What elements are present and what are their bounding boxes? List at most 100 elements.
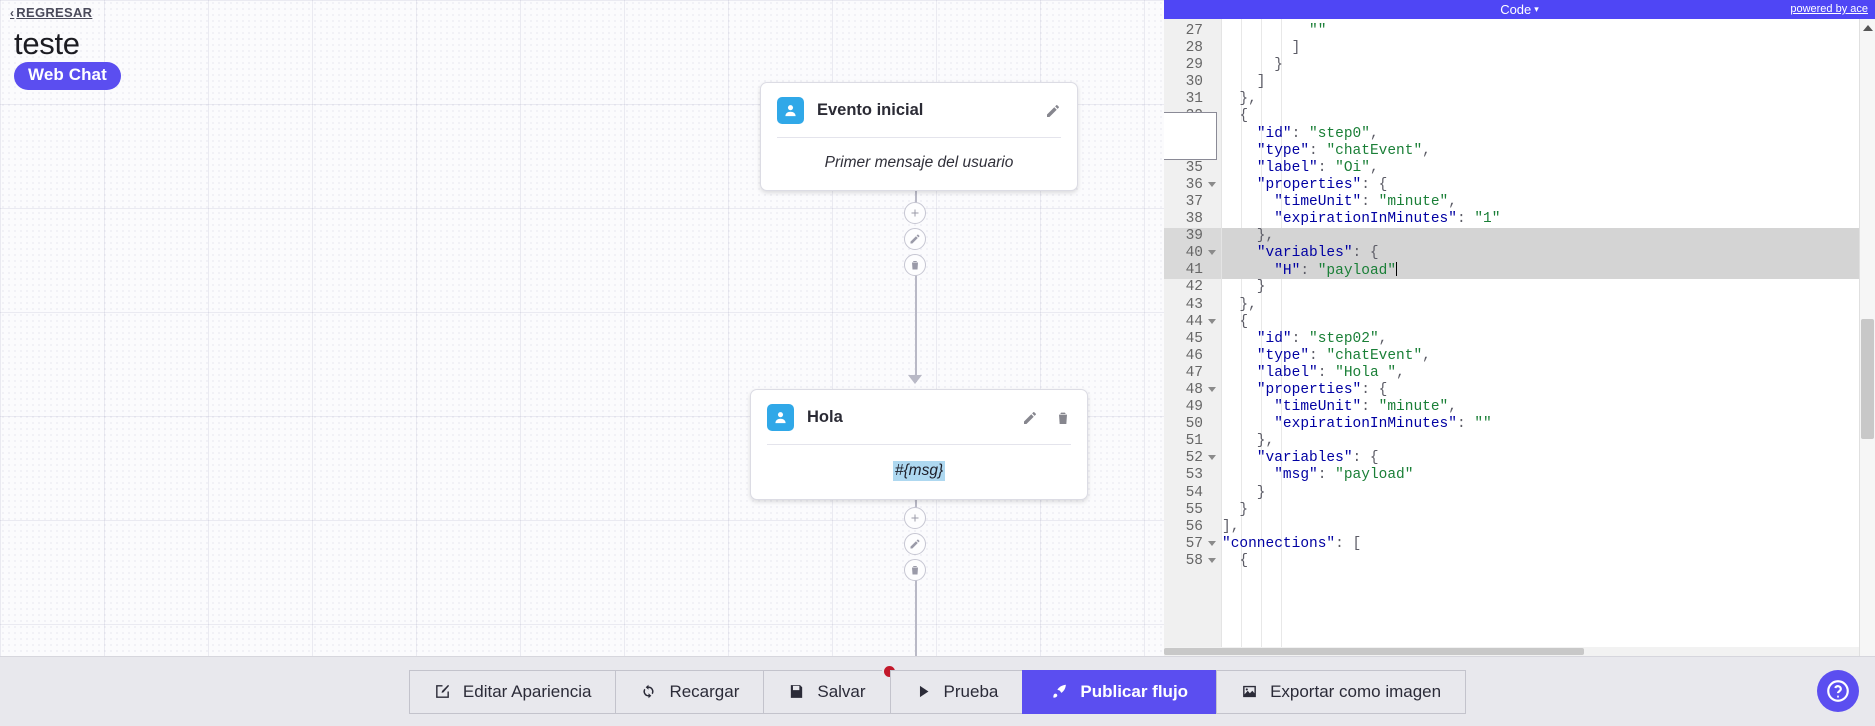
trash-icon[interactable] <box>904 254 926 276</box>
code-fold-toggle-icon[interactable] <box>1208 250 1216 256</box>
gutter-line-number[interactable]: 48 <box>1164 382 1221 399</box>
gutter-line-number[interactable]: 43 <box>1185 296 1203 313</box>
code-line[interactable]: "connections": [ <box>1222 535 1362 552</box>
code-vertical-scrollbar[interactable] <box>1859 19 1875 656</box>
code-line[interactable]: ] <box>1222 74 1266 91</box>
trash-icon[interactable] <box>904 559 926 581</box>
back-link[interactable]: ‹REGRESAR <box>10 5 92 20</box>
toolbar-button-exportar-como-imagen[interactable]: Exportar como imagen <box>1216 669 1467 714</box>
edit-icon[interactable] <box>904 228 926 250</box>
gutter-line-number[interactable]: 55 <box>1185 501 1203 518</box>
code-fold-toggle-icon[interactable] <box>1208 557 1216 563</box>
code-line[interactable]: }, <box>1222 433 1275 450</box>
code-line[interactable]: "label": "Oi", <box>1256 159 1379 176</box>
gutter-line-number[interactable]: 49 <box>1185 399 1203 416</box>
code-line[interactable]: "variables": { <box>1222 245 1875 263</box>
node-body-variable[interactable]: #{msg} <box>892 461 946 481</box>
gutter-line-number[interactable]: 53 <box>1185 467 1203 484</box>
gutter-line-number[interactable]: 38 <box>1185 211 1203 228</box>
code-fold-toggle-icon[interactable] <box>1208 181 1216 187</box>
gutter-line-number[interactable]: 29 <box>1185 57 1203 74</box>
gutter-line-number[interactable]: 27 <box>1185 23 1203 39</box>
gutter-line-number[interactable]: 51 <box>1185 433 1203 450</box>
gutter-line-number[interactable]: 56 <box>1185 518 1203 535</box>
code-line[interactable]: "timeUnit": "minute", <box>1274 193 1457 210</box>
add-icon[interactable] <box>904 507 926 529</box>
toolbar-button-editar-apariencia[interactable]: Editar Apariencia <box>408 669 617 714</box>
code-line[interactable]: "properties": { <box>1256 381 1388 398</box>
code-fold-popup[interactable]: ❯ <box>1164 112 1217 160</box>
gutter-line-number[interactable]: 40 <box>1164 245 1221 263</box>
code-line[interactable]: "type": "chatEvent", <box>1256 347 1431 364</box>
help-icon[interactable] <box>1817 670 1859 712</box>
code-horizontal-scrollbar[interactable] <box>1164 647 1859 656</box>
gutter-line-number[interactable]: 28 <box>1185 40 1203 57</box>
code-line[interactable]: "expirationInMinutes": "" <box>1274 416 1492 433</box>
code-line[interactable]: { <box>1222 552 1249 569</box>
code-line[interactable]: "label": "Hola ", <box>1256 364 1405 381</box>
code-line[interactable]: } <box>1222 279 1266 296</box>
code-line[interactable]: ], <box>1222 518 1240 535</box>
horizontal-scrollbar-thumb[interactable] <box>1164 648 1584 655</box>
code-line[interactable]: } <box>1222 57 1283 74</box>
gutter-line-number[interactable]: 42 <box>1185 279 1203 296</box>
code-line[interactable]: } <box>1222 484 1266 501</box>
code-fold-toggle-icon[interactable] <box>1208 540 1216 546</box>
flow-canvas[interactable]: ‹REGRESAR teste Web Chat Evento inicial <box>0 0 1164 656</box>
code-fold-toggle-icon[interactable] <box>1208 318 1216 324</box>
code-content[interactable]: "" ] } ] }, { "id": "step0", "type": "ch… <box>1222 19 1875 656</box>
gutter-line-number[interactable]: 36 <box>1164 177 1221 194</box>
code-editor-title[interactable]: Code▾ <box>1164 2 1875 17</box>
gutter-line-number[interactable]: 37 <box>1185 193 1203 210</box>
code-line[interactable]: "expirationInMinutes": "1" <box>1274 211 1501 228</box>
edit-icon[interactable] <box>904 533 926 555</box>
code-line[interactable]: "properties": { <box>1256 176 1388 193</box>
code-line[interactable]: }, <box>1222 296 1257 313</box>
code-line[interactable]: }, <box>1222 91 1257 108</box>
code-line[interactable]: "timeUnit": "minute", <box>1274 399 1457 416</box>
gutter-line-number[interactable]: 50 <box>1185 416 1203 433</box>
code-line[interactable]: { <box>1222 108 1249 125</box>
code-line[interactable]: ] <box>1222 40 1301 57</box>
code-fold-toggle-icon[interactable] <box>1208 386 1216 392</box>
gutter-line-number[interactable]: 58 <box>1164 553 1221 570</box>
vertical-scrollbar-thumb[interactable] <box>1861 319 1874 439</box>
code-fold-toggle-icon[interactable] <box>1208 455 1216 461</box>
toolbar-button-recargar[interactable]: Recargar <box>615 669 765 714</box>
toolbar-button-salvar[interactable]: Salvar <box>763 663 897 714</box>
gutter-line-number[interactable]: 35 <box>1185 159 1203 176</box>
gutter-line-number[interactable]: 57 <box>1164 536 1221 553</box>
code-line[interactable]: { <box>1222 313 1249 330</box>
code-line[interactable]: } <box>1222 501 1249 518</box>
gutter-line-number[interactable]: 47 <box>1185 364 1203 381</box>
toolbar-button-publicar-flujo[interactable]: Publicar flujo <box>1022 669 1218 714</box>
gutter-line-number[interactable]: 41 <box>1164 262 1221 280</box>
toolbar-button-prueba[interactable]: Prueba <box>889 669 1024 714</box>
gutter-line-number[interactable]: 46 <box>1185 347 1203 364</box>
code-line[interactable]: "msg": "payload" <box>1274 467 1414 484</box>
powered-by-ace-link[interactable]: powered by ace <box>1790 3 1868 15</box>
gutter-line-number[interactable]: 39 <box>1164 228 1221 246</box>
gutter-line-number[interactable]: 54 <box>1185 484 1203 501</box>
edit-icon[interactable] <box>1022 410 1038 426</box>
code-line[interactable]: "type": "chatEvent", <box>1256 142 1431 159</box>
flow-node-hola[interactable]: Hola #{msg} <box>750 389 1088 500</box>
flow-node-evento-inicial[interactable]: Evento inicial Primer mensaje del usuari… <box>760 82 1078 191</box>
code-line[interactable]: "id": "step0", <box>1256 125 1379 142</box>
gutter-line-number[interactable]: 44 <box>1164 314 1221 331</box>
code-line[interactable]: }, <box>1222 228 1875 246</box>
code-editor-area[interactable]: 2728293031323334353637383940414243444546… <box>1164 19 1875 656</box>
add-icon[interactable] <box>904 202 926 224</box>
gutter-line-number[interactable]: 31 <box>1185 91 1203 108</box>
edit-icon[interactable] <box>1045 103 1061 119</box>
trash-icon[interactable] <box>1055 410 1071 426</box>
code-line[interactable]: "id": "step02", <box>1256 330 1388 347</box>
code-line[interactable]: "" <box>1309 23 1327 39</box>
code-line[interactable]: "variables": { <box>1256 450 1379 467</box>
code-editor-panel[interactable]: Code▾ powered by ace 2728293031323334353… <box>1164 0 1875 656</box>
code-line[interactable]: "H": "payload" <box>1222 262 1875 280</box>
gutter-line-number[interactable]: 52 <box>1164 450 1221 467</box>
scroll-up-arrow-icon[interactable] <box>1863 25 1873 31</box>
gutter-line-number[interactable]: 45 <box>1185 330 1203 347</box>
gutter-line-number[interactable]: 30 <box>1185 74 1203 91</box>
